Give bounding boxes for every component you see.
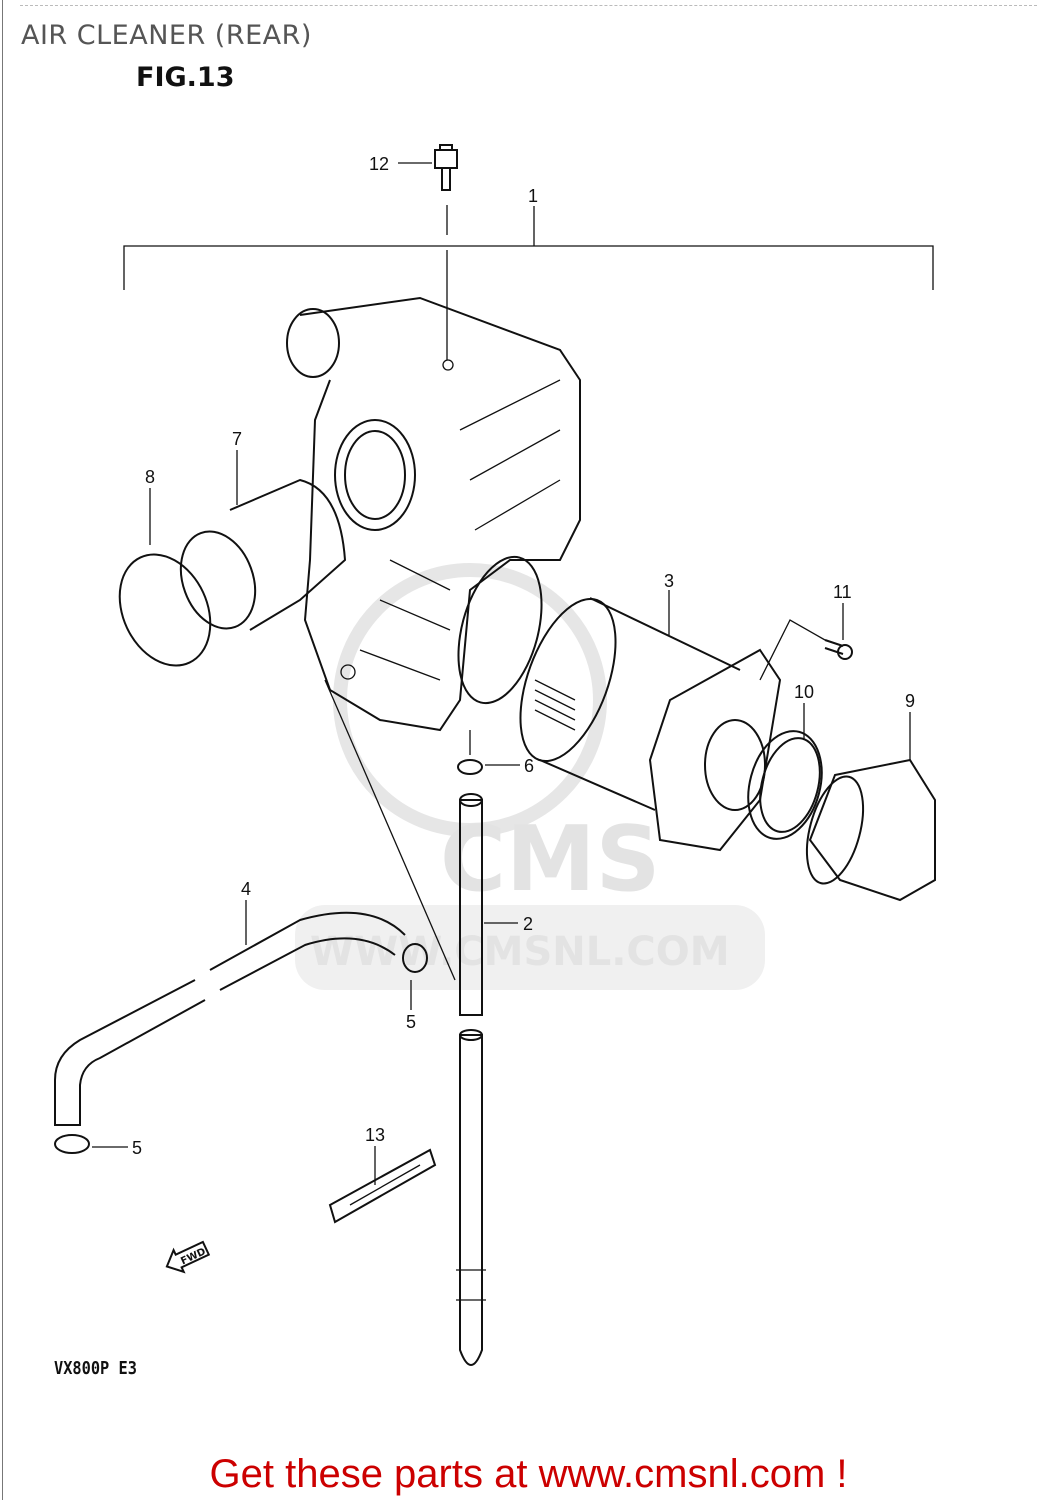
part-clip-5[interactable]: [54, 943, 428, 1154]
callout-5: 5: [132, 1138, 142, 1158]
callout-3: 3: [664, 571, 674, 591]
callout-9: 9: [905, 691, 915, 711]
callout-8: 8: [145, 467, 155, 487]
part-bolt-12[interactable]: [398, 144, 458, 191]
part-bracket-13[interactable]: [328, 1146, 437, 1224]
part-cover-9[interactable]: [797, 712, 936, 902]
parts-shop-link[interactable]: Get these parts at www.cmsnl.com !: [209, 1452, 848, 1496]
callout-13: 13: [365, 1125, 385, 1145]
part-air-cleaner-case-1[interactable]: [286, 296, 581, 732]
part-clip-6[interactable]: [457, 730, 520, 775]
model-code: VX800P E3: [54, 1358, 137, 1379]
part-screw-11[interactable]: [759, 603, 853, 681]
part-hose-4[interactable]: [54, 900, 406, 1126]
part-outlet-tube-7[interactable]: [168, 450, 347, 639]
fwd-label: FWD: [179, 1246, 207, 1267]
callout-7: 7: [232, 429, 242, 449]
part-clamp-8[interactable]: [102, 488, 227, 680]
part-filter-element-3[interactable]: [501, 586, 782, 852]
page-border: [2, 0, 3, 1500]
fwd-arrow-icon: FWD: [165, 1240, 211, 1274]
callout-1: 1: [528, 186, 538, 206]
watermark: WWW.CMSNL.COM CMS: [295, 563, 765, 990]
figure-number: FIG.13: [136, 62, 235, 93]
top-rule: [20, 5, 1037, 6]
callout-labels: 12 1 7 8 3 11 10 9 6 4 2 5 5 13: [132, 154, 915, 1158]
part-clamp-10[interactable]: [737, 703, 833, 847]
callout-2: 2: [523, 914, 533, 934]
callout-6: 6: [524, 756, 534, 776]
watermark-logo: CMS: [440, 807, 660, 912]
callout-5: 5: [406, 1012, 416, 1032]
callout-4: 4: [241, 879, 251, 899]
part-hose-2[interactable]: [324, 679, 518, 1366]
callout-10: 10: [794, 682, 814, 702]
callout-12: 12: [369, 154, 389, 174]
page-title: AIR CLEANER (REAR): [21, 20, 312, 51]
watermark-text: WWW.CMSNL.COM: [310, 929, 730, 975]
callout-11: 11: [833, 582, 852, 602]
assembly-bracket: [123, 205, 934, 360]
